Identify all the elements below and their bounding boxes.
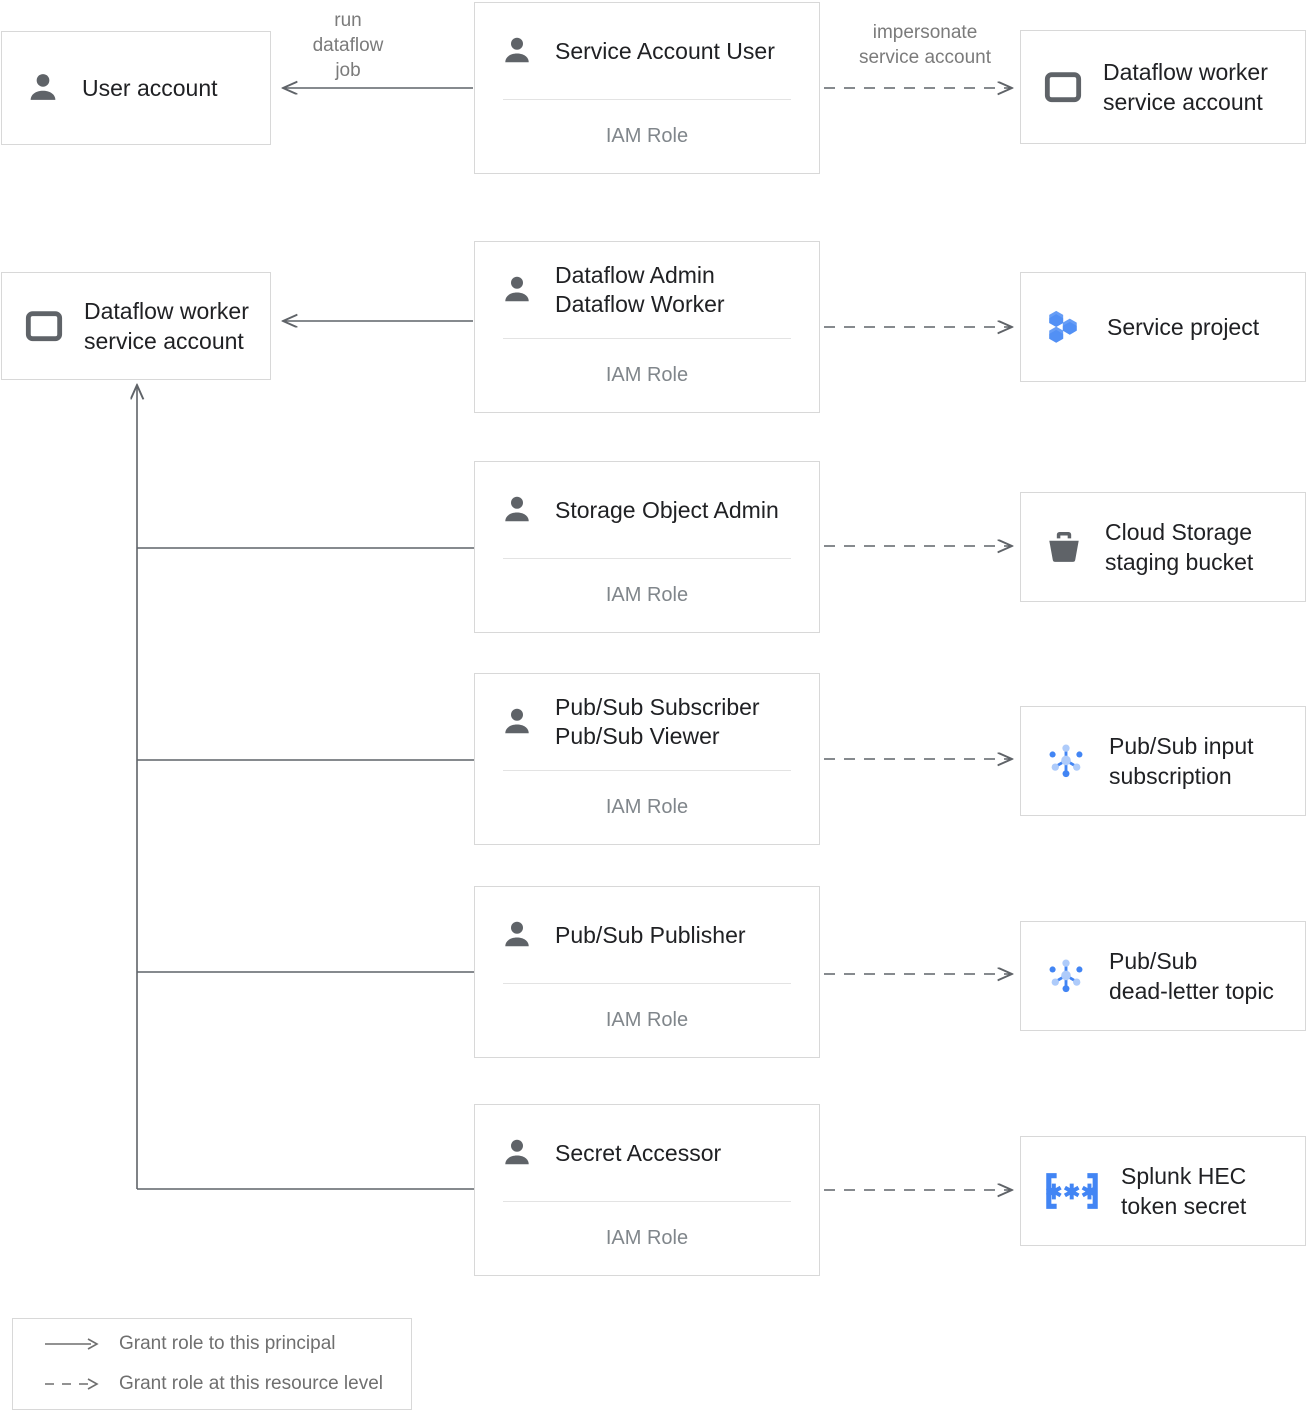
person-icon — [499, 33, 535, 69]
resource-dataflow-worker-service-account-label: Dataflow worker service account — [1103, 59, 1268, 115]
role-card-footer: IAM Role — [475, 984, 819, 1057]
resource-pubsub-dead-letter-topic[interactable]: Pub/Sub dead-letter topic — [1020, 921, 1306, 1031]
role-card-header: Secret Accessor — [475, 1105, 819, 1201]
role-card-footer: IAM Role — [475, 559, 819, 632]
role-card-footer: IAM Role — [475, 771, 819, 844]
role-card-header: Dataflow Admin Dataflow Worker — [475, 242, 819, 338]
person-icon — [499, 1135, 535, 1171]
resource-splunk-hec-token-secret[interactable]: ✱✱✱ Splunk HEC token secret — [1020, 1136, 1306, 1246]
role-card-service-account-user[interactable]: Service Account User IAM Role — [474, 2, 820, 174]
svg-text:✱✱✱: ✱✱✱ — [1045, 1181, 1099, 1204]
resource-cloud-storage-staging-bucket[interactable]: Cloud Storage staging bucket — [1020, 492, 1306, 602]
role-card-header: Service Account User — [475, 3, 819, 99]
role-name: Secret Accessor — [555, 1139, 722, 1166]
resource-cloud-storage-staging-bucket-label: Cloud Storage staging bucket — [1105, 519, 1254, 575]
role-card-footer: IAM Role — [475, 100, 819, 173]
person-icon — [24, 69, 62, 107]
role-sub-label: IAM Role — [605, 1009, 689, 1031]
role-name: Storage Object Admin — [555, 496, 779, 523]
role-card-header: Storage Object Admin — [475, 462, 819, 558]
resource-dataflow-worker-service-account[interactable]: Dataflow worker service account — [1020, 30, 1306, 144]
role-sub-label: IAM Role — [605, 364, 689, 386]
role-card-divider — [503, 1201, 791, 1202]
resource-pubsub-input-subscription[interactable]: Pub/Sub input subscription — [1020, 706, 1306, 816]
legend-item-dashed: Grant role at this resource level — [43, 1364, 411, 1404]
resource-pubsub-dead-letter-topic-label: Pub/Sub dead-letter topic — [1109, 948, 1274, 1004]
role-card-pubsub-subscriber-viewer[interactable]: Pub/Sub Subscriber Pub/Sub Viewer IAM Ro… — [474, 673, 820, 845]
legend-item-solid: Grant role to this principal — [43, 1324, 411, 1364]
role-card-storage-object-admin[interactable]: Storage Object Admin IAM Role — [474, 461, 820, 633]
project-icon — [1043, 305, 1087, 349]
person-icon — [499, 917, 535, 953]
dashed-arrow-icon — [45, 1378, 99, 1390]
role-card-header: Pub/Sub Subscriber Pub/Sub Viewer — [475, 674, 819, 770]
role-card-divider — [503, 338, 791, 339]
legend-item-solid-label: Grant role to this principal — [119, 1333, 336, 1354]
principal-dataflow-worker-service-account-label: Dataflow worker service account — [84, 298, 249, 354]
role-name: Dataflow Admin Dataflow Worker — [555, 262, 725, 317]
role-card-header: Pub/Sub Publisher — [475, 887, 819, 983]
role-sub-label: IAM Role — [605, 1227, 689, 1249]
role-sub-label: IAM Role — [605, 796, 689, 818]
edge-label-impersonate-service-account: impersonate service account — [858, 22, 991, 68]
edge-label-run-dataflow-job: run dataflow job — [312, 10, 384, 81]
legend: Grant role to this principal Grant role … — [12, 1318, 412, 1410]
role-name: Service Account User — [555, 37, 775, 64]
solid-arrow-icon — [45, 1338, 99, 1350]
cloud-storage-icon — [1043, 526, 1085, 568]
role-card-footer: IAM Role — [475, 339, 819, 412]
role-card-divider — [503, 770, 791, 771]
principal-dataflow-worker-service-account[interactable]: Dataflow worker service account — [1, 272, 271, 380]
role-name: Pub/Sub Publisher — [555, 921, 746, 948]
resource-service-project-label: Service project — [1107, 314, 1260, 340]
principal-user-account-label: User account — [82, 75, 218, 101]
role-card-dataflow-admin-worker[interactable]: Dataflow Admin Dataflow Worker IAM Role — [474, 241, 820, 413]
role-card-divider — [503, 99, 791, 100]
role-card-pubsub-publisher[interactable]: Pub/Sub Publisher IAM Role — [474, 886, 820, 1058]
role-name: Pub/Sub Subscriber Pub/Sub Viewer — [555, 694, 760, 749]
role-card-footer: IAM Role — [475, 1202, 819, 1275]
resource-service-project[interactable]: Service project — [1020, 272, 1306, 382]
service-account-icon — [1043, 67, 1083, 107]
resource-splunk-hec-token-secret-label: Splunk HEC token secret — [1121, 1163, 1247, 1219]
principal-user-account[interactable]: User account — [1, 31, 271, 145]
role-card-divider — [503, 558, 791, 559]
secret-manager-icon: ✱✱✱ — [1043, 1170, 1101, 1212]
legend-item-dashed-label: Grant role at this resource level — [119, 1373, 384, 1394]
resource-pubsub-input-subscription-label: Pub/Sub input subscription — [1109, 733, 1254, 789]
service-account-icon — [24, 306, 64, 346]
person-icon — [499, 272, 535, 308]
person-icon — [499, 492, 535, 528]
person-icon — [499, 704, 535, 740]
role-sub-label: IAM Role — [605, 584, 689, 606]
role-card-divider — [503, 983, 791, 984]
role-card-secret-accessor[interactable]: Secret Accessor IAM Role — [474, 1104, 820, 1276]
pubsub-icon — [1043, 738, 1089, 784]
role-sub-label: IAM Role — [605, 125, 689, 147]
pubsub-icon — [1043, 953, 1089, 999]
